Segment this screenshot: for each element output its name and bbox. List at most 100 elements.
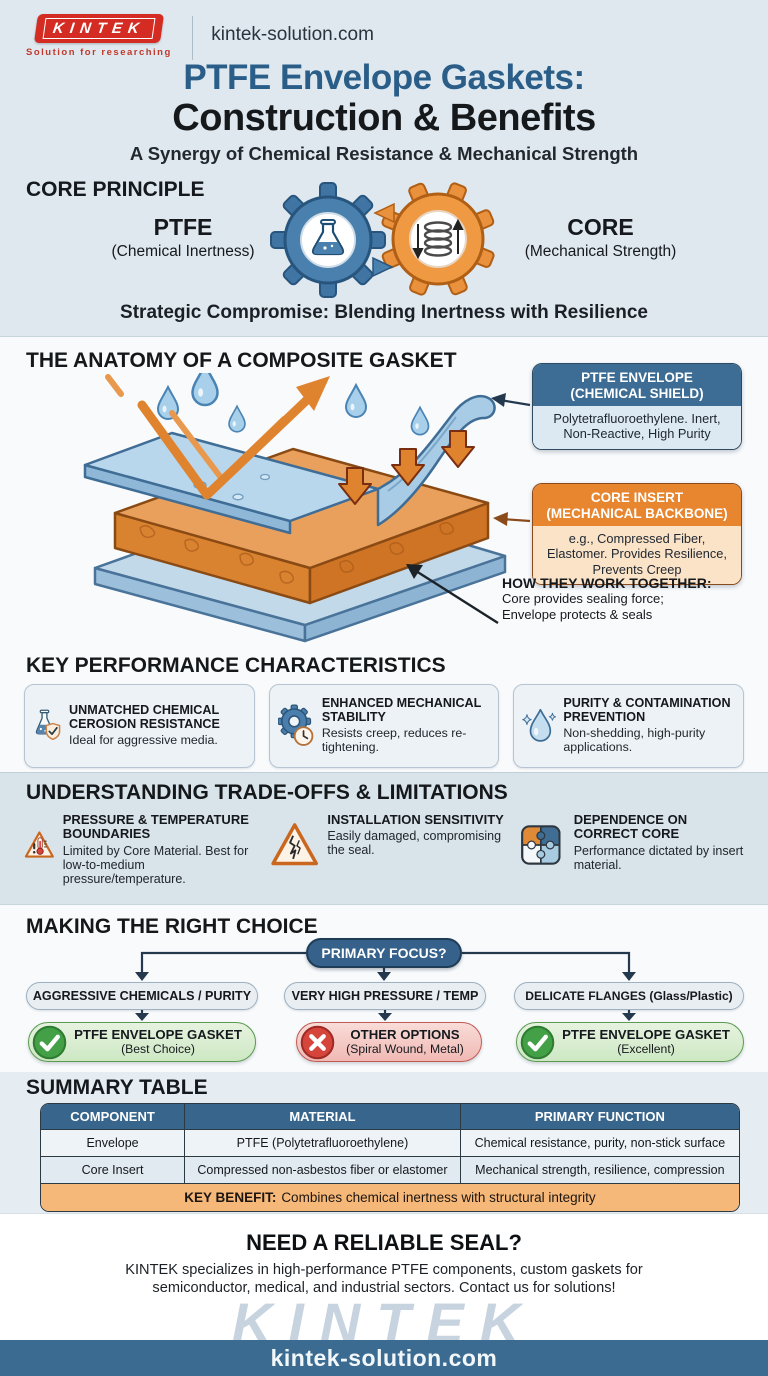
result-other-options: OTHER OPTIONS (Spiral Wound, Metal) (296, 1022, 482, 1062)
result-title: PTFE ENVELOPE GASKET (562, 1027, 730, 1043)
table-cell: Mechanical strength, resilience, compres… (459, 1156, 739, 1183)
result-best-choice: PTFE ENVELOPE GASKET (Best Choice) (28, 1022, 256, 1062)
performance-card: ENHANCED MECHANICAL STABILITY Resists cr… (268, 684, 500, 768)
cta-section: NEED A RELIABLE SEAL? KINTEK specializes… (0, 1213, 768, 1354)
performance-card: UNMATCHED CHEMICAL CEROSION RESISTANCE I… (24, 684, 255, 768)
check-circle-icon (520, 1025, 555, 1060)
performance-cards: UNMATCHED CHEMICAL CEROSION RESISTANCE I… (24, 684, 745, 768)
exchange-arrow-left-icon (373, 202, 395, 224)
crack-warning-icon (271, 823, 319, 866)
card-body: Resists creep, reduces re-tightening. (321, 725, 467, 754)
logo-tagline: Solution for researching (26, 47, 172, 58)
result-note: (Best Choice) (121, 1041, 195, 1056)
table-cell: Compressed non-asbestos fiber or elastom… (184, 1156, 460, 1183)
gears-icon (270, 182, 495, 298)
card-title: UNMATCHED CHEMICAL CEROSION RESISTANCE (69, 703, 220, 732)
tradeoff-title: PRESSURE & TEMPERATURE BOUNDARIES (62, 812, 249, 842)
card-body: Non-shedding, high-purity applications. (563, 725, 706, 754)
puzzle-icon (521, 825, 561, 865)
spring-icon (423, 221, 453, 257)
ptfe-envelope-callout: PTFE ENVELOPE (CHEMICAL SHIELD) Polytetr… (532, 363, 742, 450)
tradeoffs-section: UNDERSTANDING TRADE-OFFS & LIMITATIONS P… (0, 772, 768, 905)
tradeoff-item: PRESSURE & TEMPERATURE BOUNDARIES Limite… (24, 812, 260, 886)
water-droplets-icon (156, 373, 430, 436)
thermometer-warning-icon (24, 831, 54, 858)
table-cell: Core Insert (41, 1156, 185, 1183)
table-header-row: COMPONENT MATERIAL PRIMARY FUNCTION (41, 1104, 739, 1129)
page-title-line2: Construction & Benefits (172, 97, 596, 139)
performance-card: PURITY & CONTAMINATION PREVENTION Non-sh… (513, 684, 745, 768)
performance-heading: KEY PERFORMANCE CHARACTERISTICS (26, 654, 446, 677)
summary-section: SUMMARY TABLE COMPONENT MATERIAL PRIMARY… (0, 1072, 768, 1213)
orange-gear-icon (381, 182, 495, 296)
tradeoff-title: DEPENDENCE ON CORRECT CORE (573, 812, 688, 842)
callout-body: e.g., Compressed Fiber, Elastomer. Provi… (533, 526, 741, 585)
condition-high-pressure: VERY HIGH PRESSURE / TEMP (284, 982, 486, 1010)
droplet-sparkle-icon (522, 708, 557, 742)
page-title-line1: PTFE Envelope Gaskets: (183, 58, 585, 97)
exchange-arrow-right-icon (372, 256, 394, 278)
result-note: (Spiral Wound, Metal) (346, 1041, 464, 1056)
flask-icon (311, 219, 345, 256)
blue-gear-icon (270, 182, 386, 298)
choice-heading: MAKING THE RIGHT CHOICE (26, 915, 318, 938)
condition-aggressive-chemicals: AGGRESSIVE CHEMICALS / PURITY (26, 982, 258, 1010)
decision-flowchart: PRIMARY FOCUS? AGGRESSIVE CHEMICALS / PU… (0, 938, 768, 1072)
ptfe-label: PTFE (Chemical Inertness) (111, 214, 255, 260)
table-cell: Chemical resistance, purity, non-stick s… (459, 1129, 739, 1156)
kintek-logo: KINTEK Solution for researching (26, 14, 172, 58)
card-title: PURITY & CONTAMINATION PREVENTION (563, 696, 731, 725)
core-principle-caption: Strategic Compromise: Blending Inertness… (120, 302, 648, 323)
callout-body: Polytetrafluoroethylene. Inert, Non-Reac… (533, 406, 741, 449)
performance-section: KEY PERFORMANCE CHARACTERISTICS UNMATCHE… (0, 648, 768, 772)
brand-header: KINTEK Solution for researching kintek-s… (26, 14, 374, 60)
result-title: PTFE ENVELOPE GASKET (74, 1027, 242, 1043)
site-url-text: kintek-solution.com (211, 24, 374, 45)
cta-heading: NEED A RELIABLE SEAL? (246, 1230, 522, 1255)
callout-title: CORE INSERT (MECHANICAL BACKBONE) (533, 484, 741, 527)
divider (191, 16, 194, 60)
summary-heading: SUMMARY TABLE (26, 1076, 208, 1099)
flask-shield-icon (35, 709, 61, 741)
key-benefit-text: Combines chemical inertness with structu… (281, 1190, 596, 1205)
header-section: KINTEK Solution for researching kintek-s… (0, 0, 768, 336)
tradeoff-body: Limited by Core Material. Best for low-t… (62, 843, 249, 886)
table-row: Core Insert Compressed non-asbestos fibe… (41, 1156, 739, 1183)
tradeoffs-heading: UNDERSTANDING TRADE-OFFS & LIMITATIONS (26, 781, 508, 804)
result-note: (Excellent) (617, 1041, 675, 1056)
key-benefit-label: KEY BENEFIT: (184, 1190, 277, 1205)
callout-title: PTFE ENVELOPE (CHEMICAL SHIELD) (533, 364, 741, 407)
column-header: PRIMARY FUNCTION (459, 1104, 739, 1129)
core-label: CORE (Mechanical Strength) (524, 214, 677, 260)
anatomy-section: THE ANATOMY OF A COMPOSITE GASKET (0, 336, 768, 648)
tradeoff-body: Performance dictated by insert material. (573, 843, 744, 872)
footer-site-url: kintek-solution.com (270, 1344, 498, 1371)
choice-section: MAKING THE RIGHT CHOICE (0, 905, 768, 1072)
result-title: OTHER OPTIONS (350, 1027, 460, 1043)
check-circle-icon (32, 1025, 67, 1060)
column-header: MATERIAL (184, 1104, 460, 1129)
key-benefit-row: KEY BENEFIT: Combines chemical inertness… (41, 1183, 739, 1211)
column-header: COMPONENT (41, 1104, 185, 1129)
page-subtitle: A Synergy of Chemical Resistance & Mecha… (129, 143, 639, 164)
flowchart-connectors (135, 951, 636, 1021)
cta-body: KINTEK specializes in high-performance P… (125, 1262, 643, 1297)
tradeoff-item: INSTALLATION SENSITIVITY Easily damaged,… (270, 812, 506, 886)
compression-arrows-icon (338, 430, 475, 505)
tradeoff-item: DEPENDENCE ON CORRECT CORE Performance d… (516, 812, 752, 886)
footer-bar: kintek-solution.com (0, 1340, 768, 1376)
core-insert-callout: CORE INSERT (MECHANICAL BACKBONE) e.g., … (532, 483, 742, 586)
card-title: ENHANCED MECHANICAL STABILITY (321, 696, 482, 725)
gear-clock-icon (277, 704, 314, 746)
result-excellent: PTFE ENVELOPE GASKET (Excellent) (516, 1022, 744, 1062)
anatomy-heading: THE ANATOMY OF A COMPOSITE GASKET (26, 349, 457, 372)
tradeoff-body: Easily damaged, compromising the seal. (327, 829, 502, 858)
deflect-arrow-icon (105, 374, 330, 500)
summary-table: COMPONENT MATERIAL PRIMARY FUNCTION Enve… (40, 1103, 740, 1212)
logo-box: KINTEK (33, 14, 164, 43)
condition-delicate-flanges: DELICATE FLANGES (Glass/Plastic) (514, 982, 744, 1010)
gasket-layers-illustration (83, 373, 531, 643)
table-cell: Envelope (41, 1129, 185, 1156)
how-they-work-note: HOW THEY WORK TOGETHER: Core provides se… (502, 575, 712, 622)
